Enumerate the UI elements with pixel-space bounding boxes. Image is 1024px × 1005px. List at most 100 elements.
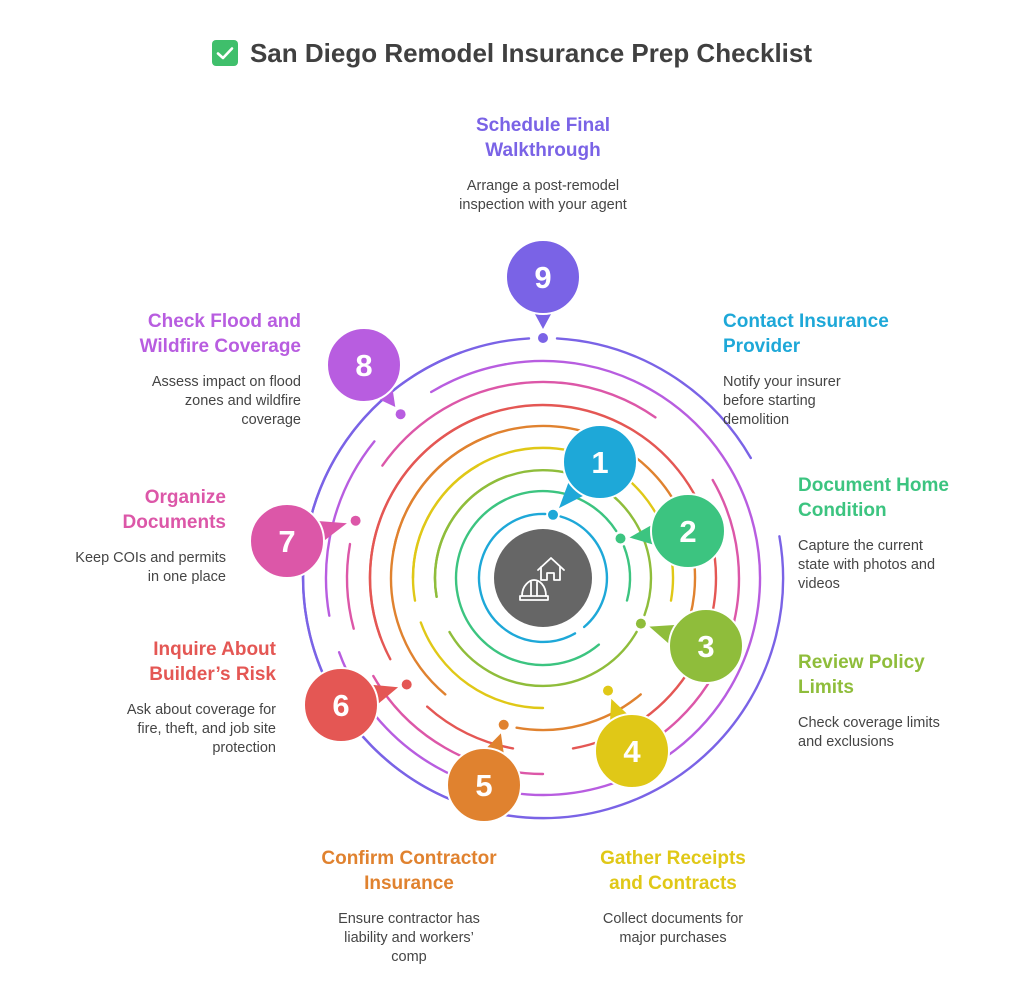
bubble-circle bbox=[668, 608, 744, 684]
step-9-title: Schedule Final bbox=[475, 115, 611, 136]
orbit-dot-6 bbox=[401, 679, 412, 690]
step-7-title-2: Documents bbox=[122, 512, 226, 533]
step-9-desc-2: inspection with your agent bbox=[459, 197, 627, 213]
step-9-desc: Arrange a post-remodel bbox=[466, 178, 620, 194]
step-3-desc: Check coverage limits bbox=[798, 715, 940, 731]
step-2-title: Document Home bbox=[798, 475, 949, 496]
orbit-dot-1 bbox=[548, 509, 558, 520]
orbit-arc-7 bbox=[381, 380, 657, 467]
orbit-arc-9 bbox=[555, 337, 752, 460]
step-number: 2 bbox=[679, 514, 696, 549]
orbit-arc-2 bbox=[622, 545, 632, 602]
step-bubble-8[interactable]: 8 bbox=[326, 327, 402, 407]
step-7-desc-2: in one place bbox=[147, 569, 226, 585]
orbit-dot-5 bbox=[498, 719, 509, 730]
orbit-dot-9 bbox=[538, 333, 548, 343]
orbit-arc-5 bbox=[389, 434, 493, 696]
step-3-title: Review Policy bbox=[798, 652, 925, 673]
step-1-title-2: Provider bbox=[723, 336, 801, 357]
step-3-desc-2: and exclusions bbox=[798, 734, 894, 750]
orbit-arc-5 bbox=[515, 693, 642, 732]
step-bubbles: 1 2 3 4 5 6 7 8 9 bbox=[249, 239, 744, 823]
step-3-title-2: Limits bbox=[798, 677, 854, 698]
orbit-arc-2 bbox=[512, 643, 601, 667]
step-4-title-2: and Contracts bbox=[609, 873, 737, 894]
step-6-desc: Ask about coverage for bbox=[126, 702, 276, 718]
step-number: 1 bbox=[591, 445, 608, 480]
step-number: 3 bbox=[697, 629, 714, 664]
step-bubble-2[interactable]: 2 bbox=[629, 493, 726, 569]
page-title: San Diego Remodel Insurance Prep Checkli… bbox=[0, 38, 1024, 69]
step-bubble-9[interactable]: 9 bbox=[505, 239, 581, 329]
step-number: 9 bbox=[534, 260, 551, 295]
step-1-title: Contact Insurance bbox=[723, 311, 889, 332]
step-6-desc-2: fire, theft, and job site bbox=[137, 721, 276, 737]
step-number: 8 bbox=[355, 348, 372, 383]
step-bubble-4[interactable]: 4 bbox=[594, 698, 670, 789]
bubble-circle bbox=[562, 424, 638, 500]
step-1-desc: Notify your insurer bbox=[723, 374, 841, 390]
step-2-desc: Capture the current bbox=[798, 538, 923, 554]
bubble-circle bbox=[650, 493, 726, 569]
step-8-title: Check Flood and bbox=[147, 311, 301, 332]
orbit-dots bbox=[350, 333, 646, 730]
bubble-circle bbox=[594, 713, 670, 789]
check-box-icon bbox=[211, 40, 238, 66]
center-node bbox=[494, 529, 592, 627]
step-4-desc-2: major purchases bbox=[619, 930, 727, 946]
orbit-arc-6 bbox=[368, 414, 485, 661]
step-2-desc-2: state with photos and bbox=[798, 557, 936, 573]
step-number: 7 bbox=[278, 524, 295, 559]
step-8-desc-2: zones and wildfire bbox=[184, 393, 301, 409]
step-6-title-2: Builder’s Risk bbox=[149, 664, 276, 685]
step-9-title-2: Walkthrough bbox=[485, 140, 601, 161]
orbit-arc-4 bbox=[419, 621, 545, 710]
orbit-arc-3 bbox=[433, 475, 508, 598]
step-bubble-6[interactable]: 6 bbox=[303, 667, 399, 743]
step-5-desc: Ensure contractor has bbox=[338, 911, 480, 927]
step-6-desc-3: protection bbox=[212, 740, 276, 756]
step-number: 4 bbox=[623, 734, 641, 769]
step-bubble-5[interactable]: 5 bbox=[446, 733, 522, 823]
step-4-desc: Collect documents for bbox=[602, 911, 744, 927]
bubble-circle bbox=[326, 327, 402, 403]
step-6-title: Inquire About bbox=[153, 639, 276, 660]
orbit-arc-1 bbox=[500, 625, 577, 644]
bubble-circle bbox=[249, 503, 325, 579]
step-5-title: Confirm Contractor bbox=[321, 848, 497, 869]
step-bubble-1[interactable]: 1 bbox=[559, 424, 638, 509]
step-bubble-3[interactable]: 3 bbox=[649, 608, 744, 684]
orbit-arc-6 bbox=[426, 705, 515, 750]
step-5-desc-2: liability and workers’ bbox=[344, 930, 474, 946]
orbit-arc-8 bbox=[430, 363, 507, 394]
center-circle bbox=[494, 529, 592, 627]
orbit-arc-1 bbox=[559, 515, 609, 629]
bubble-circle bbox=[446, 747, 522, 823]
step-bubble-7[interactable]: 7 bbox=[249, 503, 347, 579]
orbit-arc-4 bbox=[411, 464, 480, 580]
step-2-desc-3: videos bbox=[798, 576, 840, 592]
step-2-title-2: Condition bbox=[798, 500, 887, 521]
step-7-desc: Keep COIs and permits bbox=[75, 550, 226, 566]
orbit-arc-1 bbox=[477, 512, 547, 629]
orbit-dot-2 bbox=[615, 533, 626, 544]
step-number: 5 bbox=[475, 768, 492, 803]
step-5-title-2: Insurance bbox=[364, 873, 454, 894]
orbit-dot-4 bbox=[603, 685, 613, 696]
step-5-desc-3: comp bbox=[391, 949, 427, 965]
step-number: 6 bbox=[332, 688, 349, 723]
step-8-title-2: Wildfire Coverage bbox=[139, 336, 301, 357]
orbit-dot-7 bbox=[350, 515, 361, 526]
orbit-dot-3 bbox=[635, 618, 646, 629]
step-1-desc-2: before starting bbox=[723, 393, 816, 409]
orbit-arc-2 bbox=[454, 489, 618, 661]
